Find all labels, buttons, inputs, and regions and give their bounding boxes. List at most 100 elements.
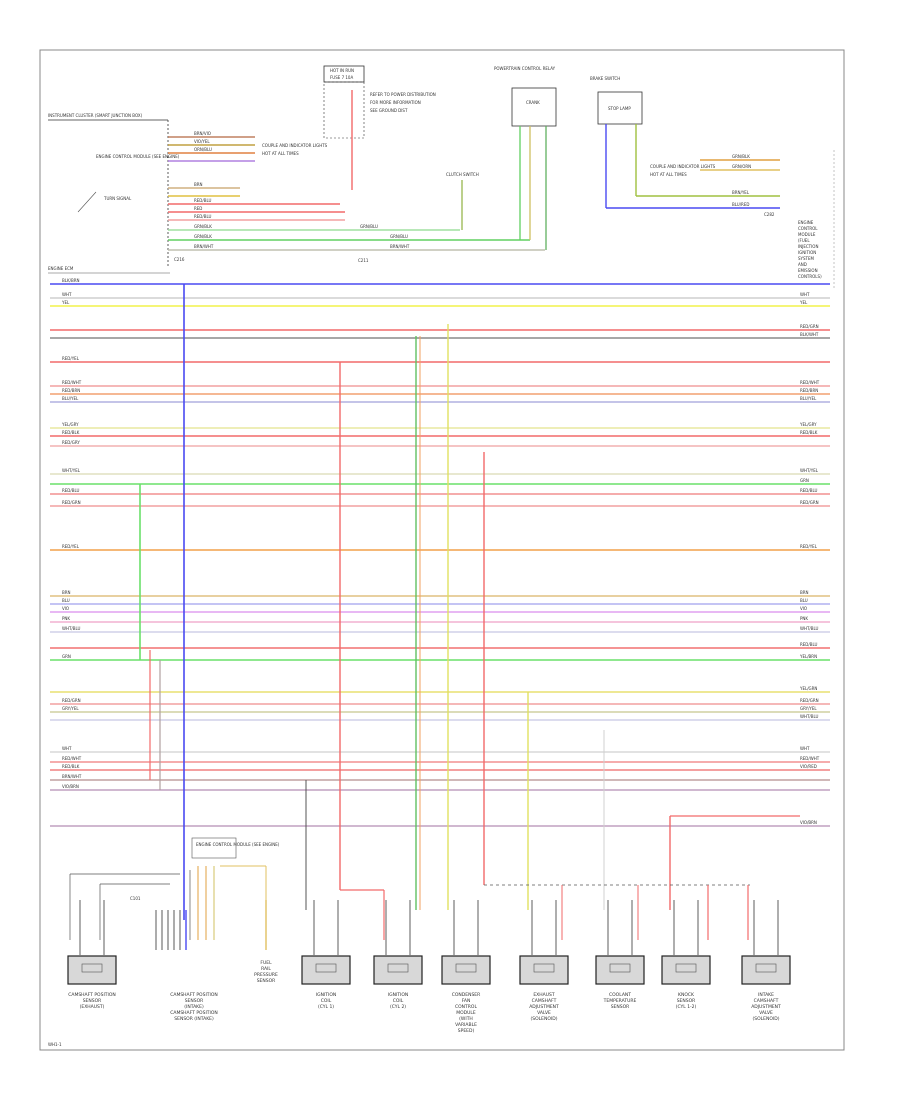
ecm-desc-line: MODULE bbox=[798, 232, 816, 237]
bus-wire-right-label: WHT/BLU bbox=[800, 714, 819, 719]
bus-wire-right-label: GRN bbox=[800, 478, 809, 483]
bus-wire-left-label: BLK/BRN bbox=[62, 278, 79, 283]
wire-label: GRN/BLK bbox=[732, 154, 750, 159]
component-label: VARIABLE bbox=[455, 1022, 477, 1028]
bus-wire-right-label: YEL bbox=[799, 300, 808, 305]
ecm-desc-line: INJECTION bbox=[798, 244, 818, 249]
bus-wire-right-label: RED/GRN bbox=[800, 500, 819, 505]
bus-wire-left-label: BLU/YEL bbox=[62, 396, 79, 401]
wire-label: GRN/ORN bbox=[732, 164, 751, 169]
instrument-cluster-module: INSTRUMENT CLUSTER (SMART JUNCTION BOX) … bbox=[48, 113, 185, 268]
bus-wire-right-label: WHT bbox=[800, 746, 810, 751]
clutch-switch: CLUTCH SWITCH GRN/BLU GRN/BLU BRN/WHT bbox=[360, 172, 479, 249]
wire-label: RED/BLU bbox=[194, 214, 212, 219]
ecm-desc-line: EMISSION bbox=[798, 268, 818, 273]
bus-wire-right-label: BLU/YEL bbox=[800, 396, 817, 401]
component-label: KNOCK bbox=[678, 992, 695, 998]
wire-label: BRN/WHT bbox=[194, 244, 214, 249]
bus-wire-left-label: RED/GRN bbox=[62, 698, 81, 703]
diagram-border bbox=[39, 49, 845, 1051]
wire-label: BRN/VIO bbox=[194, 131, 211, 136]
component-label: CONTROL bbox=[455, 1004, 477, 1010]
bus-wire-left-label: PNK bbox=[62, 616, 70, 621]
powertrain-relay-label: POWERTRAIN CONTROL RELAY bbox=[494, 66, 556, 71]
component-label: CONDENSER bbox=[452, 992, 481, 998]
bus-wire-left-label: RED/YEL bbox=[62, 544, 80, 549]
fuse-box-hot-label: HOT IN RUN bbox=[330, 68, 354, 73]
couple-indicator-note: COUPLE AND INDICATOR LIGHTS bbox=[650, 164, 716, 169]
bus-wire-right-label: RED/GRN bbox=[800, 698, 819, 703]
bottom-component-group: CAMSHAFT POSITIONSENSOR(EXHAUST)CAMSHAFT… bbox=[67, 900, 791, 1034]
bus-wire-left-label: GRN bbox=[62, 654, 71, 659]
bus-wire-right-label: GRY/YEL bbox=[800, 706, 817, 711]
bus-wire-right-label: BLK/WHT bbox=[800, 332, 819, 337]
brake-switch-sub: STOP LAMP bbox=[608, 106, 631, 111]
bus-wire-left-label: VIO/BRN bbox=[62, 784, 79, 789]
bus-wire-left-label: RED/WHT bbox=[62, 756, 82, 761]
wire-label: BRN/YEL bbox=[732, 190, 750, 195]
ecm-desc-line: SYSTEM bbox=[798, 256, 814, 261]
ecm-desc-line: IGNITION bbox=[798, 250, 816, 255]
component-label: (CYL 1-2) bbox=[676, 1004, 697, 1010]
bus-wire-right-label: PNK bbox=[800, 616, 808, 621]
bus-wire-left-label: WHT/YEL bbox=[62, 468, 81, 473]
bus-wire-right-label: WHT bbox=[800, 292, 810, 297]
ecm-label: ENGINE ECM bbox=[48, 266, 74, 271]
bus-wire-right-label: VIO/RED bbox=[800, 764, 817, 769]
bus-wire-left-label: GRY/YEL bbox=[62, 706, 79, 711]
component-box-inner bbox=[675, 963, 697, 973]
component-label: SENSOR bbox=[257, 978, 276, 984]
component-label: SENSOR bbox=[83, 998, 102, 1004]
ecm-note-label: ENGINE CONTROL MODULE (SEE ENGINE) bbox=[96, 154, 180, 159]
bus-wire-left-label: YEL bbox=[61, 300, 70, 305]
bus-wire-left-label: WHT/BLU bbox=[62, 626, 81, 631]
bus-wire-right-label: YEL/GRY bbox=[799, 422, 817, 427]
component-label: MODULE bbox=[456, 1010, 476, 1016]
clutch-switch-label: CLUTCH SWITCH bbox=[446, 172, 479, 177]
component-box-inner bbox=[315, 963, 337, 973]
right-tag: C282 bbox=[764, 212, 775, 217]
component-label: (INTAKE) bbox=[184, 1004, 204, 1010]
fuse-note: REFER TO POWER DISTRIBUTION bbox=[370, 92, 436, 97]
bus-wire-right-label: YEL/GRN bbox=[799, 686, 817, 691]
wire-label: VIO/YEL bbox=[194, 139, 210, 144]
component-label: SENSOR bbox=[677, 998, 696, 1004]
couple-indicator-note: COUPLE AND INDICATOR LIGHTS bbox=[262, 143, 328, 148]
hot-at-all-times-note: HOT AT ALL TIMES bbox=[650, 172, 687, 177]
wire-label: GRN/BLK bbox=[194, 234, 212, 239]
hot-at-all-times-note: HOT AT ALL TIMES bbox=[262, 151, 299, 156]
component-label: VALVE bbox=[759, 1010, 773, 1016]
wire-label: ORN/BLU bbox=[194, 147, 212, 152]
component-label: INTAKE bbox=[758, 992, 774, 998]
bus-wire-left-label: BRN bbox=[62, 590, 71, 595]
bus-wire-left-label: YEL/GRY bbox=[61, 422, 79, 427]
bus-wire-left-label: RED/BLK bbox=[62, 764, 80, 769]
component-label: CAMSHAFT POSITION bbox=[170, 992, 218, 998]
component-label: RAIL bbox=[261, 966, 271, 972]
bus-wire-left-label: RED/GRY bbox=[62, 440, 80, 445]
component-label: CAMSHAFT bbox=[532, 998, 557, 1004]
wire-label: GRN/BLK bbox=[194, 224, 212, 229]
turn-signal-label: TURN SIGNAL bbox=[103, 196, 132, 201]
component-label: EXHAUST bbox=[533, 992, 555, 998]
fuse-note: FOR MORE INFORMATION bbox=[370, 100, 421, 105]
powertrain-relay-sub: CRANK bbox=[526, 100, 540, 105]
component-label: SENSOR (INTAKE) bbox=[174, 1016, 214, 1022]
bus-wire-left-label: RED/YEL bbox=[62, 356, 80, 361]
bus-wire-right-label: RED/BLU bbox=[800, 642, 818, 647]
component-label: (SOLENOID) bbox=[753, 1016, 780, 1022]
bus-wire-right-label: RED/YEL bbox=[800, 544, 818, 549]
small-label: C101 bbox=[130, 896, 141, 901]
component-label: ADJUSTMENT bbox=[751, 1004, 781, 1010]
bus-wire-group: BLK/BRN WHT WHT YEL YEL RED/GRN BLK/WHT RED/YEL… bbox=[50, 278, 830, 827]
wire-label: BRN/WHT bbox=[390, 244, 410, 249]
center-connector-tag: C211 bbox=[358, 258, 369, 263]
component-box-inner bbox=[387, 963, 409, 973]
bus-wire-right-label: VIO/BRN bbox=[800, 820, 817, 825]
wire-label: GRN/BLU bbox=[390, 234, 408, 239]
wire-label: RED bbox=[194, 206, 202, 211]
component-label: IGNITION bbox=[316, 992, 337, 998]
component-label: COIL bbox=[393, 998, 404, 1004]
component-label: (EXHAUST) bbox=[80, 1004, 105, 1010]
bus-wire-right-label: RED/GRN bbox=[800, 324, 819, 329]
